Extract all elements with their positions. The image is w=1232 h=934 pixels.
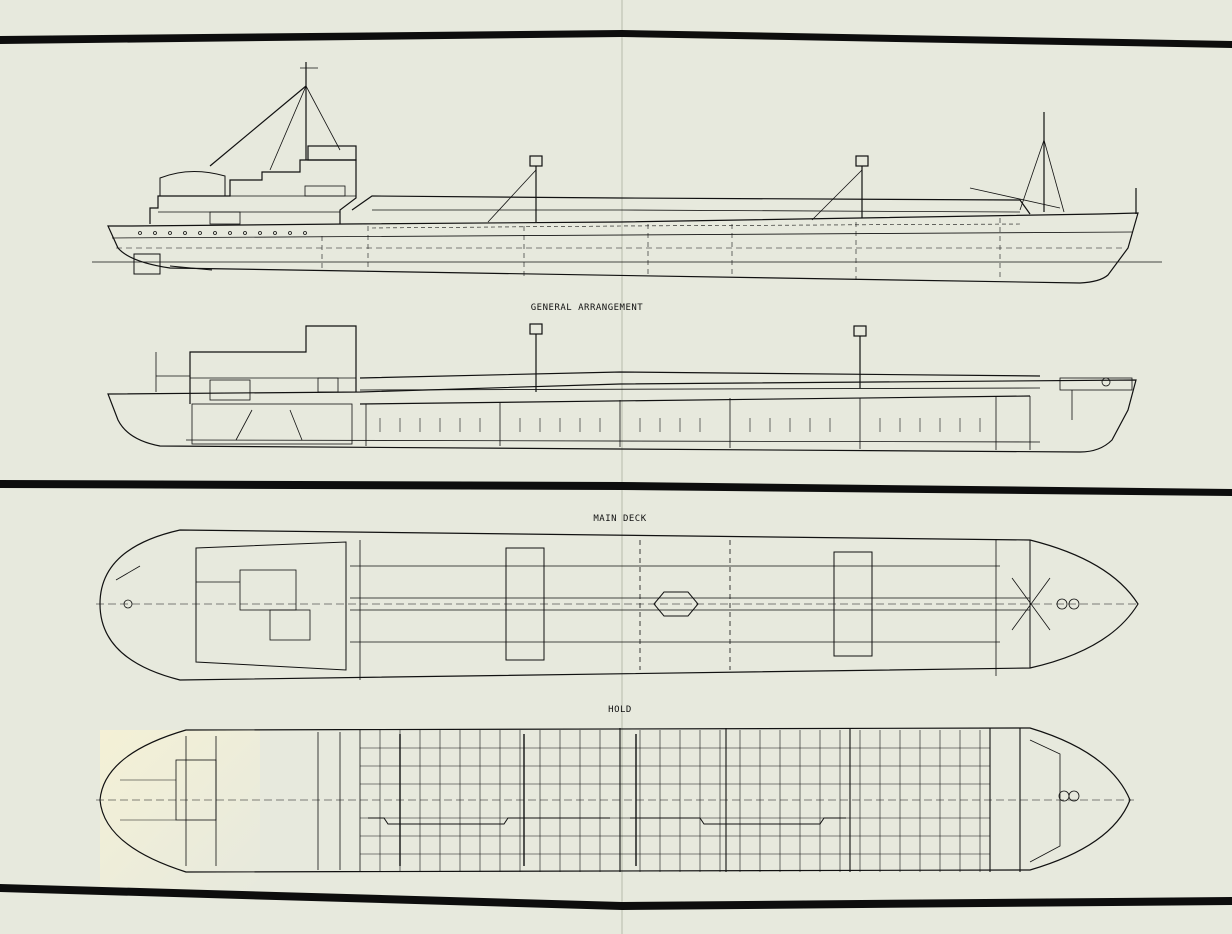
engine-room	[191, 403, 353, 445]
sheer-line	[111, 231, 1133, 239]
general-arrangement-label: GENERAL ARRANGEMENT	[531, 303, 644, 313]
wheelhouse	[307, 145, 357, 161]
manifold-2	[833, 551, 873, 657]
profile-elevation	[92, 62, 1162, 284]
heating-coil-2	[630, 817, 846, 825]
cargo-lines	[399, 734, 637, 866]
bulkhead-lines	[321, 218, 1001, 280]
portholes	[138, 231, 307, 235]
deck-accommodation	[195, 541, 347, 671]
section-hull-outline	[107, 379, 1137, 453]
cargo-trunk	[351, 195, 1031, 215]
hull-outline	[107, 212, 1139, 284]
deck-piping	[350, 540, 1030, 680]
main-deck-line	[359, 395, 1031, 405]
heating-coil-1	[368, 817, 610, 825]
rudder	[133, 253, 161, 275]
top-rule	[0, 30, 1232, 48]
section-trunk	[359, 371, 1041, 379]
tank-top-line	[185, 439, 1041, 443]
hold-plan	[96, 727, 1134, 873]
light-glare	[100, 730, 260, 890]
lifeboat	[159, 170, 226, 197]
frame-ticks	[379, 418, 981, 432]
longitudinal-section	[107, 323, 1137, 453]
manifold-1	[505, 547, 545, 661]
hold-outline	[99, 727, 1131, 873]
middle-rule	[0, 480, 1232, 496]
hold-label: HOLD	[608, 705, 632, 715]
main-deck-plan	[96, 529, 1140, 681]
main-deck-label: MAIN DECK	[593, 514, 646, 524]
hold-main-bulkheads	[619, 728, 1021, 872]
cargo-tank-bulkheads	[365, 396, 1031, 450]
section-accommodation	[189, 325, 357, 404]
bottom-rule	[0, 884, 1232, 910]
aft-superstructure	[149, 159, 357, 224]
derrick-boom	[209, 85, 307, 167]
border-rules	[0, 30, 1232, 910]
center-hatch	[653, 591, 699, 617]
